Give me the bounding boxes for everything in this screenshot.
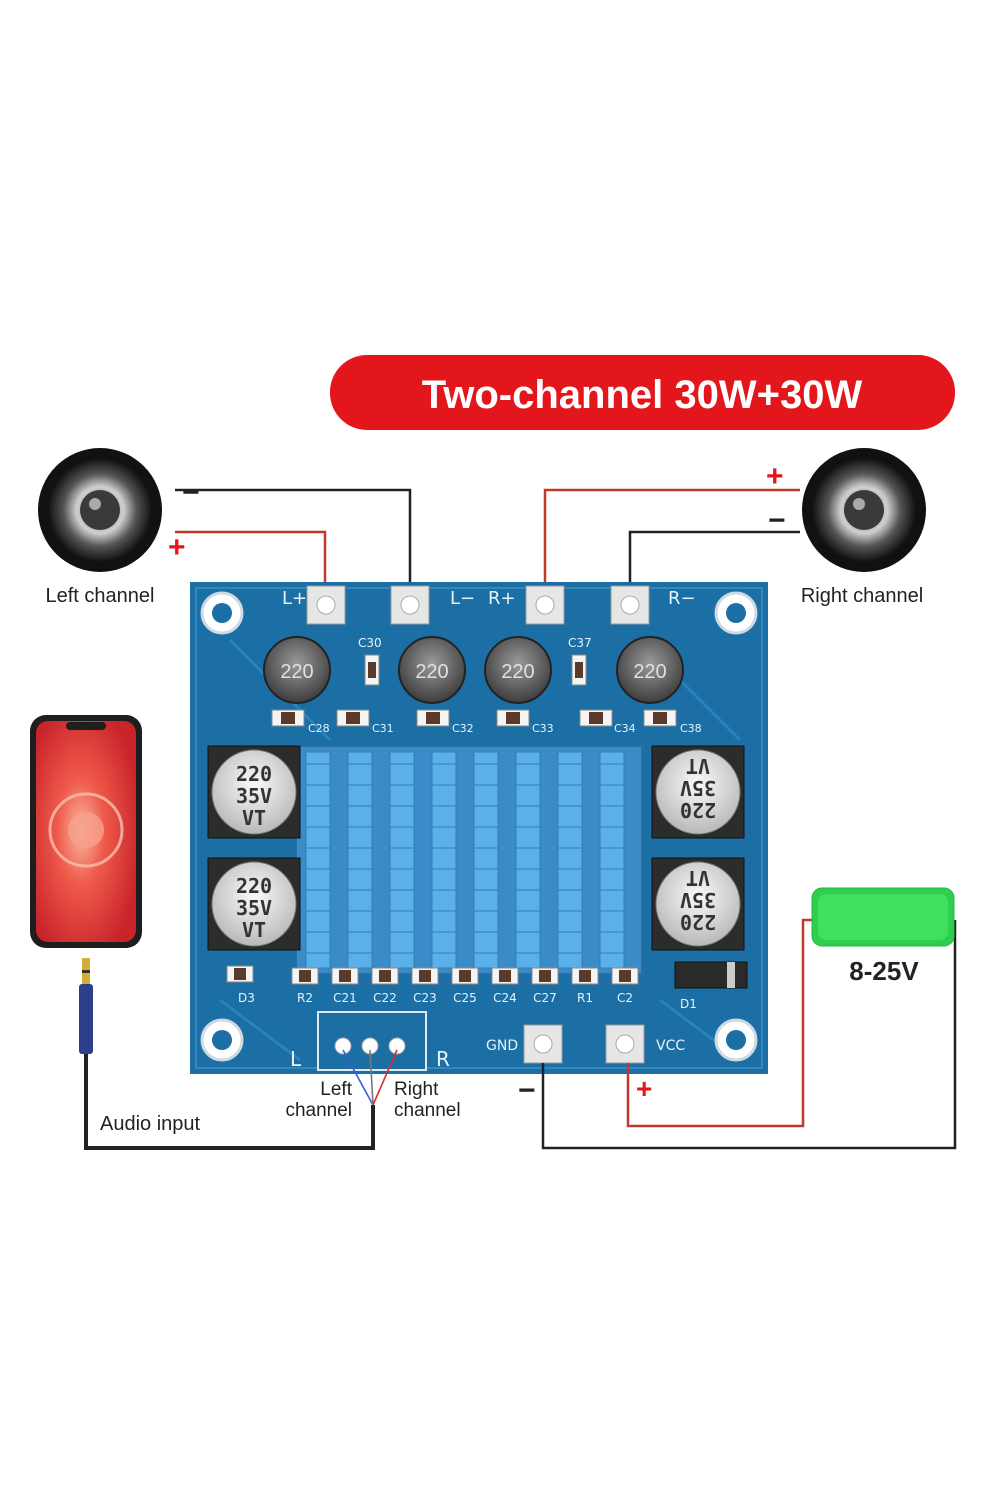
label-c30: C30	[358, 636, 382, 650]
inductors: 220 220 220 220	[263, 636, 684, 704]
cap-2-series: VT	[242, 918, 266, 942]
heatsink-fin	[389, 751, 415, 969]
cap-3-voltage: 35V	[680, 776, 716, 800]
terminal-r-minus: R−	[668, 588, 696, 609]
left-speaker-plus: +	[168, 531, 186, 564]
right-speaker-plus: +	[766, 460, 784, 493]
cap-4-voltage: 35V	[680, 888, 716, 912]
heatsink-fin	[347, 751, 373, 969]
inductor-label-4: 220	[633, 661, 666, 683]
silkscreen-label-r2: R2	[297, 991, 313, 1005]
label-c31: C31	[372, 722, 394, 735]
cap-1-value: 220	[236, 762, 272, 786]
inductor-label-1: 220	[280, 661, 313, 683]
title-banner-bg	[330, 355, 955, 430]
label-c38: C38	[680, 722, 702, 735]
wire-vcc	[626, 918, 815, 1128]
left-speaker: − + Left channel	[38, 448, 200, 607]
bottom-smd-row: R2 C21 C22 C23 C25 C24 C27 R1 C2 D3 D1	[226, 961, 748, 1011]
right-channel-input-line2: channel	[394, 1100, 461, 1121]
wire-right-plus	[543, 488, 800, 600]
label-d3: D3	[238, 991, 255, 1005]
silkscreen-label-c24: C24	[493, 991, 517, 1005]
gnd-minus-sign: −	[518, 1074, 536, 1107]
audio-input-header: L R	[290, 1011, 450, 1071]
speaker-wires	[175, 488, 800, 600]
bottom-smd-parts: R2 C21 C22 C23 C25 C24 C27 R1 C2	[291, 967, 639, 1005]
silkscreen-label-c22: C22	[373, 991, 397, 1005]
wire-gnd	[541, 920, 957, 1150]
terminal-l-minus: L−	[450, 588, 475, 609]
vcc-plus-sign: +	[636, 1073, 652, 1104]
cap-1-voltage: 35V	[236, 784, 272, 808]
power-terminals: GND VCC	[486, 1024, 685, 1064]
label-r: R	[436, 1047, 450, 1071]
wire-left-minus	[175, 488, 412, 600]
label-d1: D1	[680, 997, 697, 1011]
smd-components: C30 C37 C28 C31 C32 C33 C34 C38	[271, 636, 702, 735]
wire-left-plus	[175, 530, 327, 600]
terminal-l-plus: L+	[282, 588, 307, 609]
heatsink-fin	[557, 751, 583, 969]
heatsink-fin	[305, 751, 331, 969]
silkscreen-label-r1: R1	[577, 991, 593, 1005]
electrolytic-capacitors: 220 35V VT 220 35V VT 220 35V VT 220 35V	[207, 745, 745, 951]
title-banner: Two-channel 30W+30W	[330, 355, 955, 430]
heatsink-fin	[599, 751, 625, 969]
label-c34: C34	[614, 722, 636, 735]
silkscreen-label-c2: C2	[617, 991, 633, 1005]
label-c33: C33	[532, 722, 554, 735]
label-c37: C37	[568, 636, 592, 650]
left-channel-input-line1: Left	[320, 1079, 352, 1100]
amplifier-pcb: L+ L− R+ R− 220 220 220 220 C30 C37	[190, 582, 768, 1074]
power-supply: 8-25V − +	[518, 887, 957, 1150]
left-speaker-minus: −	[182, 476, 200, 509]
smartphone	[30, 715, 142, 948]
terminal-vcc: VCC	[656, 1038, 685, 1054]
audio-cable	[84, 1054, 375, 1150]
silkscreen-label-c25: C25	[453, 991, 477, 1005]
right-channel-input-line1: Right	[394, 1079, 439, 1100]
heatsink-fins	[305, 751, 625, 969]
heatsink-fin	[431, 751, 457, 969]
cap-4-value: 220	[680, 910, 716, 934]
silkscreen-label-c23: C23	[413, 991, 437, 1005]
heatsink-fin	[473, 751, 499, 969]
terminal-gnd: GND	[486, 1038, 518, 1054]
label-c32: C32	[452, 722, 474, 735]
label-c28: C28	[308, 722, 330, 735]
mounting-holes	[200, 591, 758, 1062]
left-channel-label: Left channel	[46, 585, 155, 607]
cap-3-series: VT	[686, 754, 710, 778]
title-text: Two-channel 30W+30W	[422, 373, 863, 417]
audio-jack: Audio input Left channel Right channel	[79, 958, 461, 1150]
supply-voltage-label: 8-25V	[849, 956, 919, 986]
cap-3-value: 220	[680, 798, 716, 822]
wire-right-minus	[628, 530, 800, 600]
label-l: L	[290, 1047, 302, 1071]
heatsink	[295, 745, 643, 975]
terminal-r-plus: R+	[488, 588, 516, 609]
silkscreen-label-c27: C27	[533, 991, 557, 1005]
cap-2-value: 220	[236, 874, 272, 898]
cap-1-series: VT	[242, 806, 266, 830]
audio-input-label: Audio input	[100, 1113, 201, 1135]
heatsink-fin	[515, 751, 541, 969]
inductor-label-3: 220	[501, 661, 534, 683]
inductor-label-2: 220	[415, 661, 448, 683]
cap-2-voltage: 35V	[236, 896, 272, 920]
silkscreen-label-c21: C21	[333, 991, 357, 1005]
speaker-terminals: L+ L− R+ R−	[282, 585, 696, 625]
right-speaker-minus: −	[768, 504, 786, 537]
left-channel-input-line2: channel	[285, 1100, 352, 1121]
right-channel-label: Right channel	[801, 585, 923, 607]
cap-4-series: VT	[686, 866, 710, 890]
right-speaker: + − Right channel	[766, 448, 926, 607]
